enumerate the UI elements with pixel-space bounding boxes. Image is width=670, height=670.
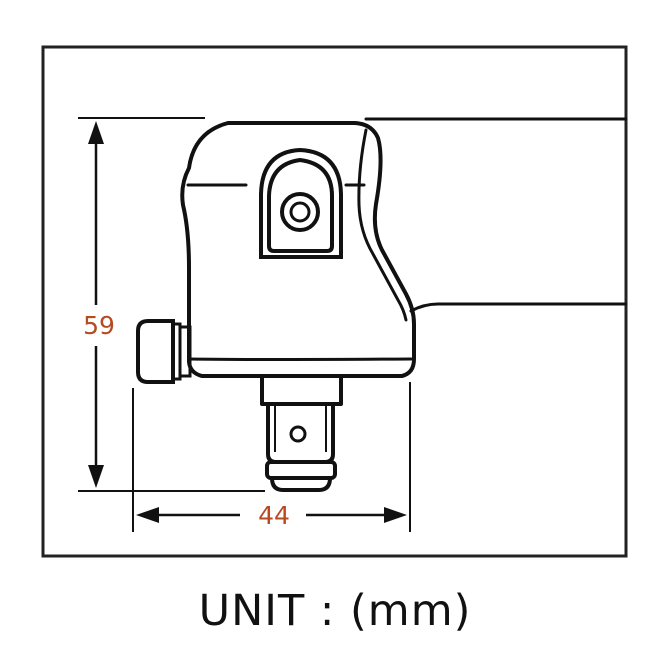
drawing-frame [41,45,628,558]
drive-pin-hole [289,425,307,443]
button-housing [259,147,343,259]
width-dimension-label: 44 [258,501,290,530]
head-inner-curve [357,128,408,322]
side-connector-cap [136,319,175,384]
button-frame-outer [259,147,343,259]
head-bottom-lip [188,357,413,361]
width-dimension [132,382,411,532]
side-connector-ring-2 [178,325,192,378]
height-arrow-down [88,465,104,488]
width-arrow-right [384,507,407,523]
drive-square-body [266,404,335,464]
button-frame-inner [267,157,334,253]
body-lower-edge [409,302,628,313]
height-dimension-label: 59 [83,311,115,340]
drive-square-inner-lines [274,404,327,452]
width-arrow-left [136,507,159,523]
tool-body [180,117,628,378]
unit-label: UNIT : (mm) [199,586,472,636]
drive-square [260,374,343,492]
height-dimension [78,117,265,492]
height-arrow-up [88,121,104,144]
button-ring-outer [280,192,320,232]
head-outline [180,121,416,378]
drive-retainer-ring [265,460,337,480]
side-connector [136,319,192,384]
button-ring-inner [289,201,311,223]
drive-collar [260,374,343,406]
drive-tip [270,477,332,492]
